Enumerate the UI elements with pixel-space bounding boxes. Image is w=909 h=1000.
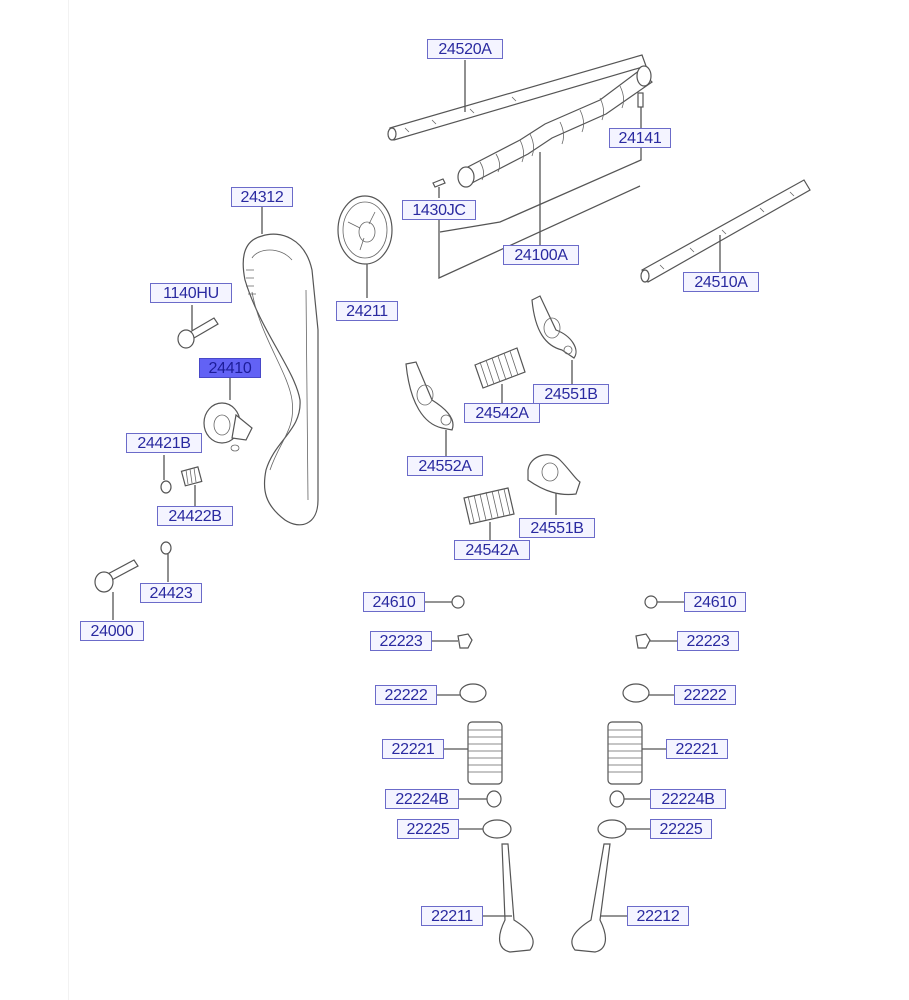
part-label-22224b-left[interactable]: 22224B	[385, 789, 459, 809]
rocker-arm-bottom-part	[527, 454, 581, 515]
part-label-22223-right[interactable]: 22223	[677, 631, 739, 651]
part-label-24423[interactable]: 24423	[140, 583, 202, 603]
part-label-24610-right[interactable]: 24610	[684, 592, 746, 612]
part-label-22222-left[interactable]: 22222	[375, 685, 437, 705]
camshaft-part	[457, 65, 653, 245]
part-label-22221-left[interactable]: 22221	[382, 739, 444, 759]
part-label-22222-right[interactable]: 22222	[674, 685, 736, 705]
part-label-24542a-bottom[interactable]: 24542A	[454, 540, 530, 560]
part-label-24551b-bottom[interactable]: 24551B	[519, 518, 595, 538]
part-label-22225-left[interactable]: 22225	[397, 819, 459, 839]
washer-24423-part	[160, 541, 172, 582]
part-label-24551b-top[interactable]: 24551B	[533, 384, 609, 404]
rocker-arm-top-part	[531, 295, 577, 384]
part-label-22211[interactable]: 22211	[421, 906, 483, 926]
part-label-24211[interactable]: 24211	[336, 301, 398, 321]
left-valve-stack	[425, 595, 534, 953]
rocker-spring-bottom-part	[463, 487, 515, 540]
rocker-shaft-right-part	[640, 179, 811, 283]
part-label-1430jc[interactable]: 1430JC	[402, 200, 476, 220]
part-label-24422b[interactable]: 24422B	[157, 506, 233, 526]
timing-belt-part	[242, 206, 319, 526]
part-label-22221-right[interactable]: 22221	[666, 739, 728, 759]
part-label-24542a-top[interactable]: 24542A	[464, 403, 540, 423]
part-label-24100a[interactable]: 24100A	[503, 245, 579, 265]
part-label-22225-right[interactable]: 22225	[650, 819, 712, 839]
tensioner-part	[203, 377, 253, 452]
right-valve-stack	[571, 595, 684, 953]
part-label-24141[interactable]: 24141	[609, 128, 671, 148]
part-label-24410-selected[interactable]: 24410	[199, 358, 261, 378]
part-label-1140hu[interactable]: 1140HU	[150, 283, 232, 303]
part-label-24510a[interactable]: 24510A	[683, 272, 759, 292]
part-label-22224b-right[interactable]: 22224B	[650, 789, 726, 809]
part-label-22223-left[interactable]: 22223	[370, 631, 432, 651]
part-label-24610-left[interactable]: 24610	[363, 592, 425, 612]
part-label-22212[interactable]: 22212	[627, 906, 689, 926]
bolt-1140hu-part	[177, 305, 219, 349]
rocker-arm-left-part	[405, 361, 454, 456]
bolt-24000-part	[94, 559, 139, 620]
part-label-24520a[interactable]: 24520A	[427, 39, 503, 59]
camshaft-sprocket-part	[337, 195, 393, 298]
tensioner-spring-part	[180, 466, 203, 506]
tensioner-washer-part	[160, 455, 172, 494]
part-label-24552a[interactable]: 24552A	[407, 456, 483, 476]
frame-border	[68, 0, 69, 1000]
part-label-24000[interactable]: 24000	[80, 621, 144, 641]
rocker-spring-top-part	[474, 347, 526, 403]
part-label-24421b[interactable]: 24421B	[126, 433, 202, 453]
part-label-24312[interactable]: 24312	[231, 187, 293, 207]
camshaft-key-part	[432, 178, 641, 280]
